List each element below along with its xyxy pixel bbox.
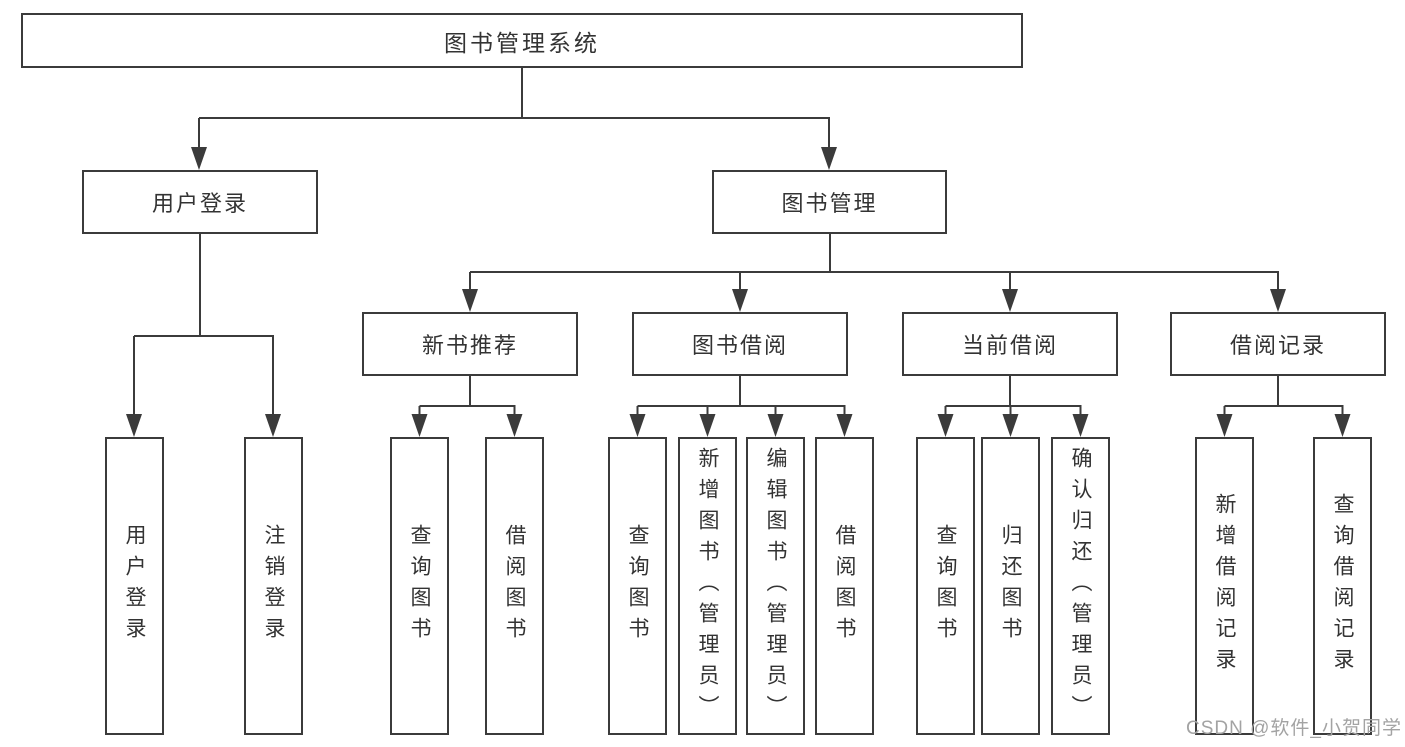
leaf-label: 注销登录 <box>262 524 285 648</box>
arrowhead-icon <box>937 414 954 437</box>
arrowhead-icon <box>1072 414 1089 437</box>
arrowhead-icon <box>767 414 784 437</box>
leaf-label: 用户登录 <box>123 524 146 648</box>
leaf-label: 查询借阅记录 <box>1331 493 1354 679</box>
node-current-borrowing: 当前借阅 <box>902 312 1118 376</box>
arrowhead-icon <box>699 414 716 437</box>
leaf-label: 借阅图书 <box>503 524 526 648</box>
arrowhead-icon <box>1270 289 1286 312</box>
leaf-user-login: 用户登录 <box>105 437 164 735</box>
arrowhead-icon <box>821 147 837 170</box>
node-new-book-recommendation: 新书推荐 <box>362 312 578 376</box>
node-label: 图书借阅 <box>691 333 788 358</box>
leaf-query-books-recommend: 查询图书 <box>390 437 449 735</box>
leaf-confirm-return-admin: 确认归还（管理员） <box>1051 437 1110 735</box>
leaf-query-books-current: 查询图书 <box>916 437 975 735</box>
node-label: 图书管理系统 <box>444 29 600 56</box>
leaf-label: 查询图书 <box>626 524 649 648</box>
connector-root-to-branches <box>198 67 830 150</box>
connector-book-borrowing-to-leaves <box>636 375 846 419</box>
leaf-query-borrow-record: 查询借阅记录 <box>1313 437 1372 735</box>
leaf-label: 借阅图书 <box>833 524 856 648</box>
connector-user-login-to-leaves <box>133 233 274 419</box>
arrowhead-icon <box>462 289 478 312</box>
leaf-borrow-books-recommend: 借阅图书 <box>485 437 544 735</box>
node-label: 用户登录 <box>151 191 248 216</box>
csdn-watermark: CSDN @软件_小贺同学 <box>1186 718 1402 739</box>
leaf-label: 归还图书 <box>999 524 1022 648</box>
arrowhead-icon <box>506 414 523 437</box>
leaf-edit-books-admin: 编辑图书（管理员） <box>746 437 805 735</box>
arrowhead-icon <box>126 414 142 437</box>
arrowhead-icon <box>411 414 428 437</box>
leaf-label: 查询图书 <box>934 524 957 648</box>
connector-book-management-to-groups <box>469 233 1279 293</box>
arrowhead-icon <box>629 414 646 437</box>
leaf-add-borrow-record: 新增借阅记录 <box>1195 437 1254 735</box>
arrowhead-icon <box>1216 414 1233 437</box>
connector-new-book-recommendation-to-leaves <box>418 375 516 419</box>
arrowhead-icon <box>1334 414 1351 437</box>
node-label: 借阅记录 <box>1229 333 1326 358</box>
leaf-add-books-admin: 新增图书（管理员） <box>678 437 737 735</box>
arrowhead-icon <box>265 414 281 437</box>
leaf-label: 确认归还（管理员） <box>1069 446 1092 726</box>
connector-borrowing-records-to-leaves <box>1223 375 1344 419</box>
arrowhead-icon <box>1002 289 1018 312</box>
leaf-borrow-books-borrowing: 借阅图书 <box>815 437 874 735</box>
leaf-label: 编辑图书（管理员） <box>764 446 787 726</box>
node-library-management-system: 图书管理系统 <box>21 13 1023 68</box>
leaf-label: 新增图书（管理员） <box>696 446 719 726</box>
node-book-management-branch: 图书管理 <box>712 170 947 234</box>
connector-current-borrowing-to-leaves <box>944 375 1082 419</box>
leaf-label: 查询图书 <box>408 524 431 648</box>
node-borrowing-records: 借阅记录 <box>1170 312 1386 376</box>
leaf-logout: 注销登录 <box>244 437 303 735</box>
leaf-query-books-borrowing: 查询图书 <box>608 437 667 735</box>
node-user-login-branch: 用户登录 <box>82 170 318 234</box>
node-label: 当前借阅 <box>961 333 1058 358</box>
leaf-return-books: 归还图书 <box>981 437 1040 735</box>
arrowhead-icon <box>732 289 748 312</box>
node-label: 图书管理 <box>781 191 878 216</box>
arrowhead-icon <box>836 414 853 437</box>
leaf-label: 新增借阅记录 <box>1213 493 1236 679</box>
node-label: 新书推荐 <box>421 333 518 358</box>
node-book-borrowing: 图书借阅 <box>632 312 848 376</box>
arrowhead-icon <box>1002 414 1019 437</box>
arrowhead-icon <box>191 147 207 170</box>
